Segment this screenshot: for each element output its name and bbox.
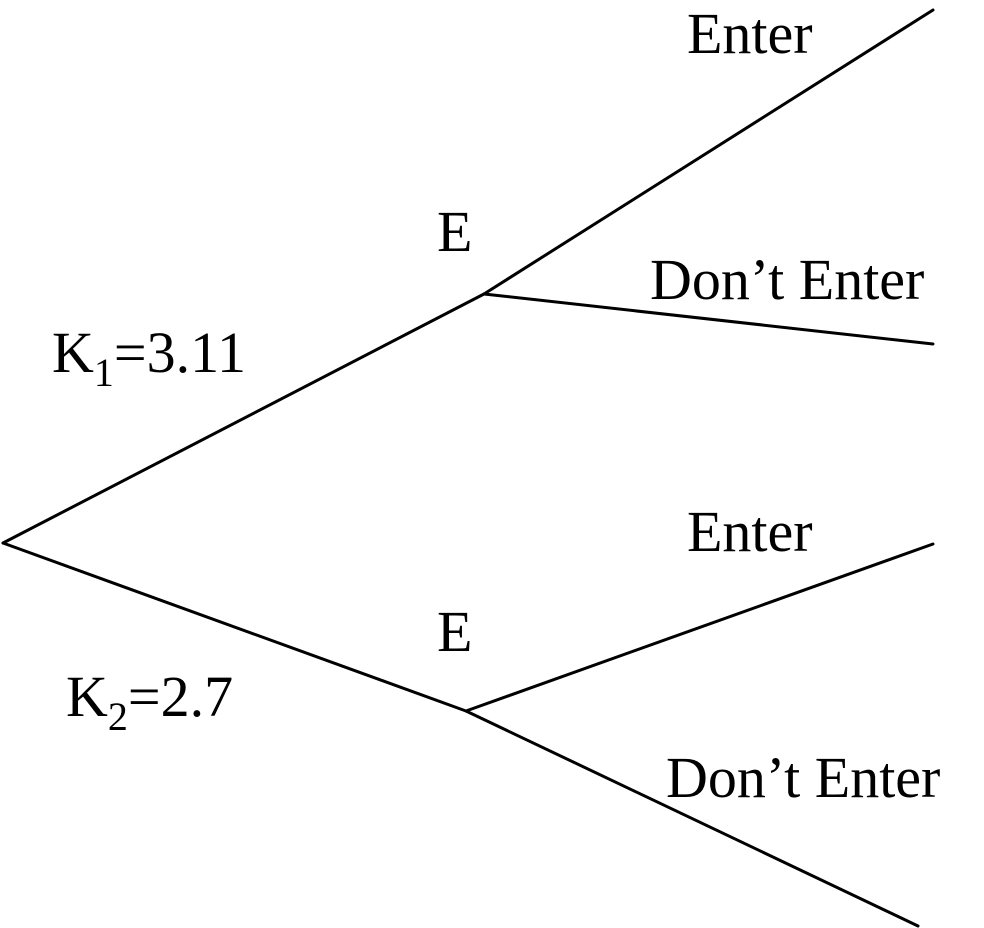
branch-label-k2: K2=2.7: [66, 664, 233, 739]
edge-upper-dont-enter: [482, 292, 935, 346]
action-label-upper-dont-enter: Don’t Enter: [650, 247, 924, 312]
node-label-upper: E: [437, 199, 472, 264]
branch-label-k2-value: =2.7: [128, 664, 233, 729]
edge-root-to-upper-node: [1, 292, 486, 545]
branch-label-k2-main: K: [66, 664, 108, 729]
action-label-upper-enter: Enter: [687, 1, 813, 66]
action-label-lower-enter: Enter: [687, 499, 813, 564]
edge-lower-enter: [464, 542, 935, 713]
node-label-lower: E: [437, 599, 472, 664]
branch-label-k1: K1=3.11: [52, 320, 246, 395]
branch-label-k1-value: =3.11: [114, 320, 246, 385]
edge-upper-enter: [482, 8, 935, 296]
action-label-lower-dont-enter: Don’t Enter: [666, 745, 940, 810]
edge-lower-dont-enter: [464, 709, 920, 928]
edge-root-to-lower-node: [1, 541, 468, 713]
branch-label-k2-subscript: 2: [108, 694, 128, 739]
branch-label-k1-subscript: 1: [94, 350, 114, 395]
branch-label-k1-main: K: [52, 320, 94, 385]
